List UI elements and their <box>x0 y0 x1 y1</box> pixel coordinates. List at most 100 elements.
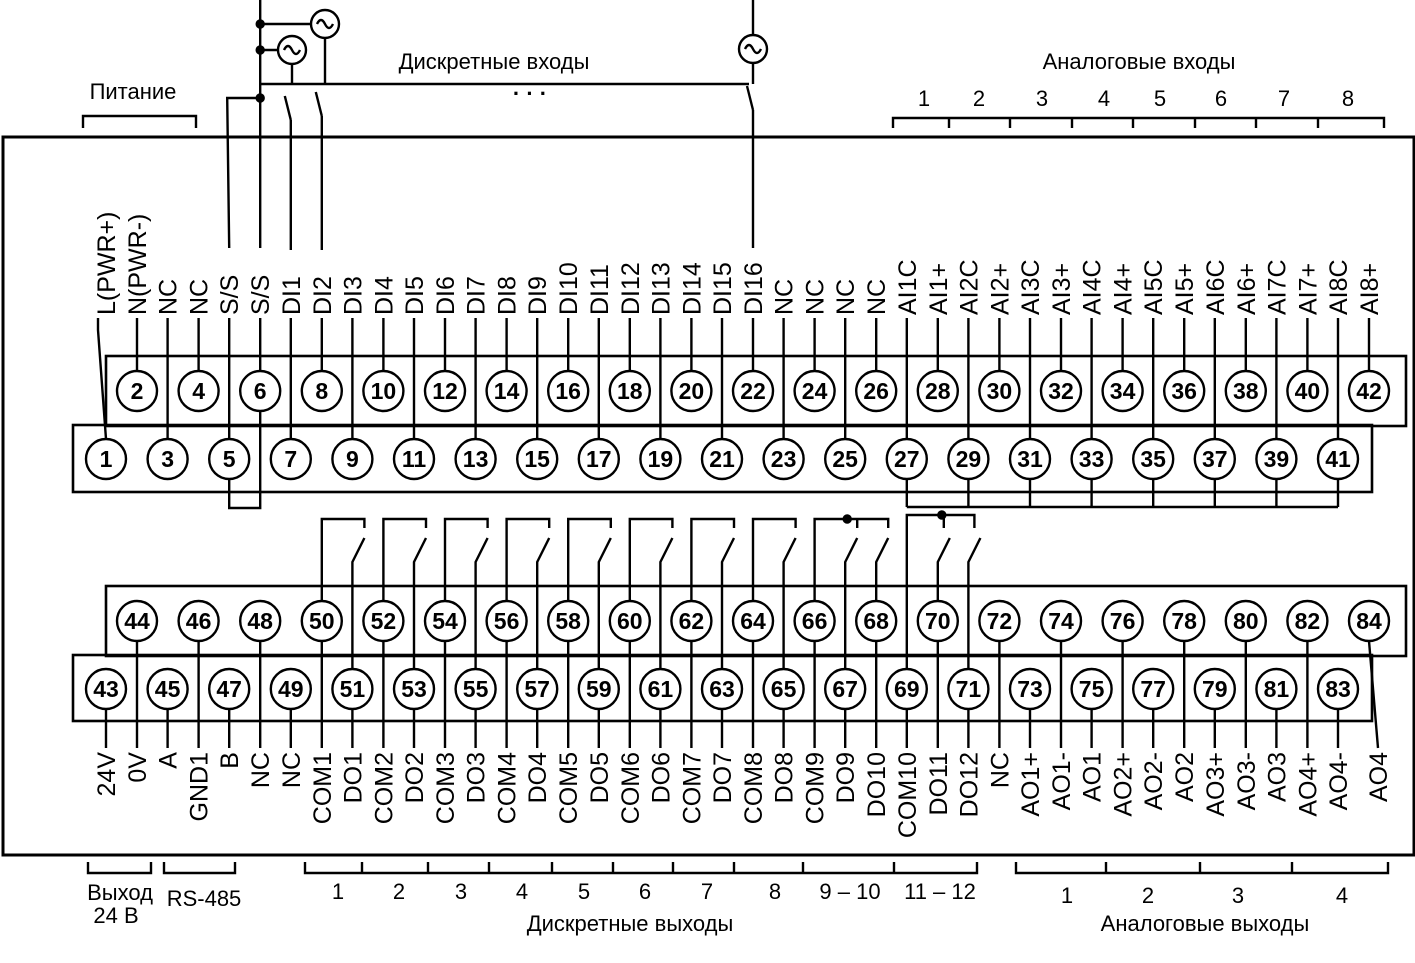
top-label: NC <box>802 279 830 315</box>
analog-output-group-number: 4 <box>1336 883 1348 908</box>
discrete-output-group-number: 11 – 12 <box>904 879 976 904</box>
terminal-ring <box>885 667 928 711</box>
discrete-output-group-number: 7 <box>701 879 713 904</box>
terminal-ring <box>855 369 898 413</box>
terminal-number: 71 <box>956 676 982 702</box>
terminal-number: 20 <box>679 378 705 404</box>
terminal-ring <box>1131 437 1175 481</box>
terminal-number: 12 <box>432 378 458 404</box>
terminal-number: 62 <box>679 608 705 634</box>
terminal: 80 <box>1224 599 1268 643</box>
terminal: 28 <box>916 369 959 413</box>
analog-outputs-bracket <box>1014 862 1390 875</box>
relay-contact <box>936 537 951 601</box>
terminal-ring <box>362 599 405 643</box>
terminal: 11 <box>392 437 436 481</box>
controller-housing <box>1 135 1415 857</box>
terminal-ring <box>670 599 713 643</box>
analog-input-group-number: 1 <box>918 86 930 111</box>
bottom-label: NC <box>278 752 306 788</box>
relay-contact <box>536 537 551 669</box>
terminal-ring <box>1070 437 1113 481</box>
top-label: DI14 <box>678 262 706 315</box>
relay-common <box>905 513 976 669</box>
relay-contact <box>720 537 736 669</box>
terminal: 66 <box>793 599 836 643</box>
wiring <box>81 0 1390 875</box>
terminal-number: 6 <box>254 378 267 404</box>
terminal-number: 10 <box>371 378 397 404</box>
analog-output-group-number: 1 <box>1061 883 1073 908</box>
terminal-number: 19 <box>648 446 674 472</box>
terminal-ring <box>392 667 436 711</box>
discrete-output-group-number: 8 <box>769 879 781 904</box>
bottom-label: COM5 <box>555 752 583 824</box>
top-label: DI7 <box>463 276 491 315</box>
terminal: 36 <box>1162 369 1206 413</box>
discrete-output-group-number: 2 <box>393 879 405 904</box>
terminal: 34 <box>1101 369 1144 413</box>
terminal: 59 <box>577 667 620 711</box>
terminal: 10 <box>362 369 405 413</box>
bottom-label: DO9 <box>832 752 860 803</box>
bottom-label: COM8 <box>740 752 768 824</box>
terminal-ring <box>670 369 713 413</box>
terminal-ring <box>577 667 620 711</box>
bottom-label: DO6 <box>647 752 675 803</box>
terminal-ring <box>331 437 374 481</box>
terminal: 12 <box>423 369 467 413</box>
terminal-number: 22 <box>740 378 766 404</box>
bottom-label: COM7 <box>678 752 706 824</box>
terminal: 35 <box>1131 437 1175 481</box>
top-label: DI11 <box>586 264 614 315</box>
terminal: 72 <box>978 599 1021 643</box>
terminal-ring <box>177 599 220 643</box>
terminal-number: 51 <box>340 676 366 702</box>
analog-outputs-caption: Аналоговые выходы <box>1101 911 1310 936</box>
top-label: DI8 <box>494 276 522 315</box>
bottom-label: DO5 <box>586 752 614 803</box>
terminal-ring <box>1255 437 1298 481</box>
terminal: 26 <box>855 369 898 413</box>
terminal-number: 2 <box>131 378 144 404</box>
terminal-ring <box>146 667 189 711</box>
terminal-number: 41 <box>1325 446 1351 472</box>
top-label: NC <box>863 279 891 315</box>
terminal: 73 <box>1008 667 1052 711</box>
terminal-ring <box>731 599 775 643</box>
terminal-ring <box>1255 667 1298 711</box>
terminal-ring <box>1131 667 1175 711</box>
terminal: 50 <box>300 599 343 643</box>
jumper-5-6 <box>228 411 262 510</box>
terminal: 16 <box>547 369 590 413</box>
terminal-ring <box>1039 599 1083 643</box>
terminal: 60 <box>608 599 651 643</box>
top-label: DI16 <box>740 262 768 315</box>
terminal-number: 27 <box>894 446 920 472</box>
relay-common <box>505 517 551 601</box>
terminal: 38 <box>1224 369 1268 413</box>
terminal: 71 <box>947 667 990 711</box>
terminal-number: 48 <box>247 608 273 634</box>
top-label: NC <box>832 279 860 315</box>
relay-common <box>382 517 428 601</box>
bottom-label: AO4+ <box>1294 752 1322 817</box>
top-label: N(PWR-) <box>124 214 152 315</box>
junction-dot <box>255 93 265 103</box>
relay-contact <box>474 537 489 669</box>
terminal-number: 38 <box>1233 378 1259 404</box>
terminal-number: 21 <box>709 446 735 472</box>
top-label: AI5C <box>1140 259 1168 315</box>
top-label: AI6C <box>1202 259 1230 315</box>
terminal-ring <box>1286 369 1329 413</box>
discrete-inputs-caption: Дискретные входы <box>399 49 590 74</box>
terminal-number: 81 <box>1264 676 1290 702</box>
terminal-number: 53 <box>401 676 427 702</box>
terminal-ring <box>577 437 620 481</box>
relay-contact <box>412 537 428 669</box>
terminal-number: 54 <box>432 608 458 634</box>
terminal-number: 7 <box>284 446 297 472</box>
bottom-label: AO2 <box>1171 752 1199 802</box>
